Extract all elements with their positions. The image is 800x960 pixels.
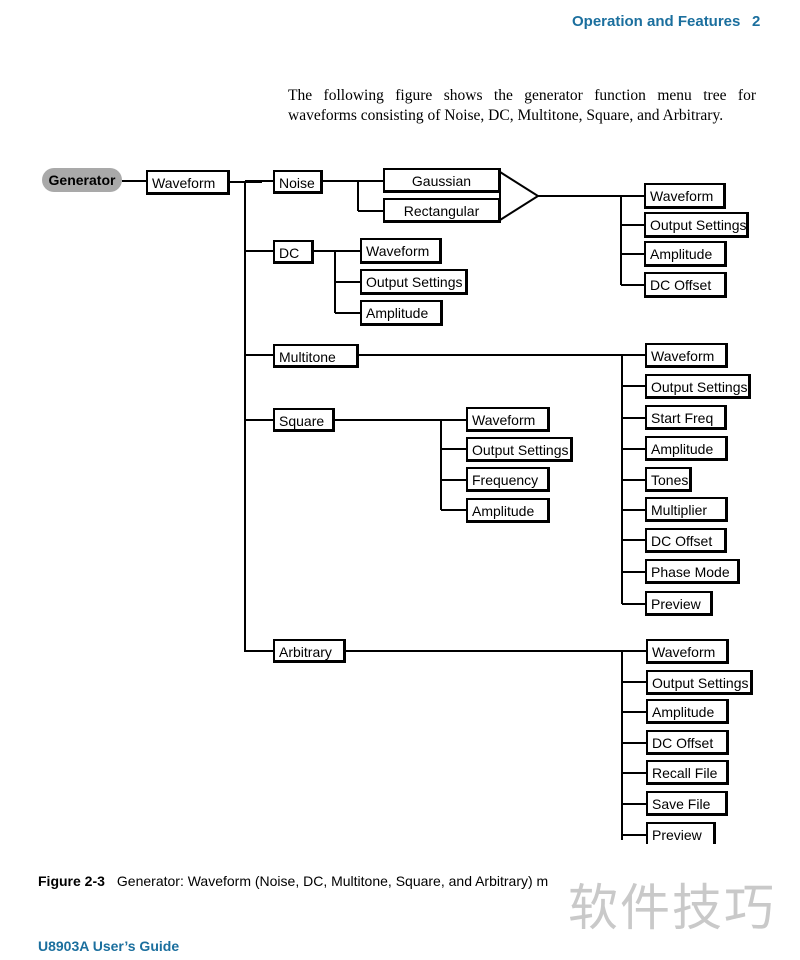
multitone-node: Multitone [273,344,359,368]
multitone-menu-item: DC Offset [645,528,727,553]
noise-menu-item: Waveform [644,183,726,209]
square-menu-item: Output Settings [466,437,573,462]
running-footer: U8903A User’s Guide [38,938,180,954]
multitone-menu-item: Multiplier [645,497,728,522]
running-header-page-number: 2 [752,13,761,30]
arbitrary-menu-item: DC Offset [646,730,729,755]
dc-menu-item: Output Settings [360,269,468,295]
square-menu-item: Waveform [466,407,550,432]
noise-menu-item: DC Offset [644,272,727,298]
square-menu-item: Frequency [466,467,550,492]
arbitrary-node: Arbitrary [273,639,346,663]
waveform-node: Waveform [146,170,230,195]
intro-paragraph: The following figure shows the generator… [288,87,756,124]
dc-menu-item: Amplitude [360,300,443,326]
arbitrary-menu-item: Waveform [646,639,729,664]
multitone-menu-item: Phase Mode [645,559,740,584]
arbitrary-menu-item: Preview [646,822,716,844]
figure-caption: Figure 2-3 Generator: Waveform (Noise, DC… [38,873,548,889]
watermark: 软件技巧 [568,879,776,937]
generator-root-node: Generator [42,168,122,192]
figure-caption-label: Figure 2-3 [38,873,105,889]
square-node: Square [273,408,335,432]
multitone-menu-item: Tones [645,467,692,492]
multitone-menu-item: Waveform [645,343,728,368]
dc-node: DC [273,240,314,264]
noise-type-gaussian: Gaussian [383,168,501,193]
multitone-menu-item: Start Freq [645,405,727,430]
figure-caption-text: Generator: Waveform (Noise, DC, Multiton… [116,873,549,889]
noise-node: Noise [273,170,323,194]
multitone-menu-item: Preview [645,591,713,616]
running-header-section: Operation and Features [572,13,741,30]
arbitrary-menu-item: Save File [646,791,728,816]
multitone-menu-item: Output Settings [645,374,751,399]
menu-tree-connectors [122,170,646,840]
noise-menu-item: Output Settings [644,212,749,238]
dc-menu-item: Waveform [360,238,442,264]
arbitrary-menu-item: Amplitude [646,699,729,724]
multitone-menu-item: Amplitude [645,436,728,461]
arbitrary-menu-item: Recall File [646,760,729,785]
noise-menu-item: Amplitude [644,241,727,267]
noise-type-rectangular: Rectangular [383,198,501,223]
arbitrary-menu-item: Output Settings [646,670,753,695]
square-menu-item: Amplitude [466,498,550,523]
